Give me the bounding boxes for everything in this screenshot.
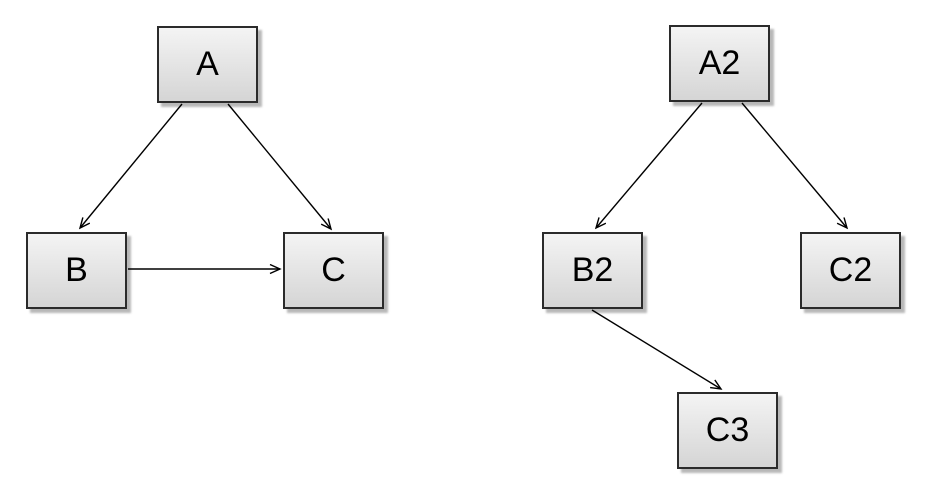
node-label: A2 — [698, 44, 741, 82]
node-B[interactable]: B — [26, 232, 127, 309]
node-label: B — [65, 251, 88, 289]
edge-A-C[interactable] — [227, 103, 331, 229]
edge-A2-C2[interactable] — [741, 102, 847, 228]
edge-B2-C3[interactable] — [591, 309, 721, 389]
node-label: A — [196, 45, 219, 83]
edge-A-B[interactable] — [80, 103, 183, 228]
node-C2[interactable]: C2 — [800, 232, 901, 309]
node-label: B2 — [571, 251, 614, 289]
edge-A2-B2[interactable] — [596, 102, 703, 228]
node-A[interactable]: A — [157, 26, 258, 103]
node-label: C3 — [705, 411, 750, 449]
node-C3[interactable]: C3 — [677, 392, 778, 469]
node-C[interactable]: C — [283, 232, 384, 309]
node-label: C2 — [828, 251, 873, 289]
node-label: C — [321, 251, 346, 289]
node-A2[interactable]: A2 — [669, 25, 770, 102]
node-B2[interactable]: B2 — [542, 232, 643, 309]
